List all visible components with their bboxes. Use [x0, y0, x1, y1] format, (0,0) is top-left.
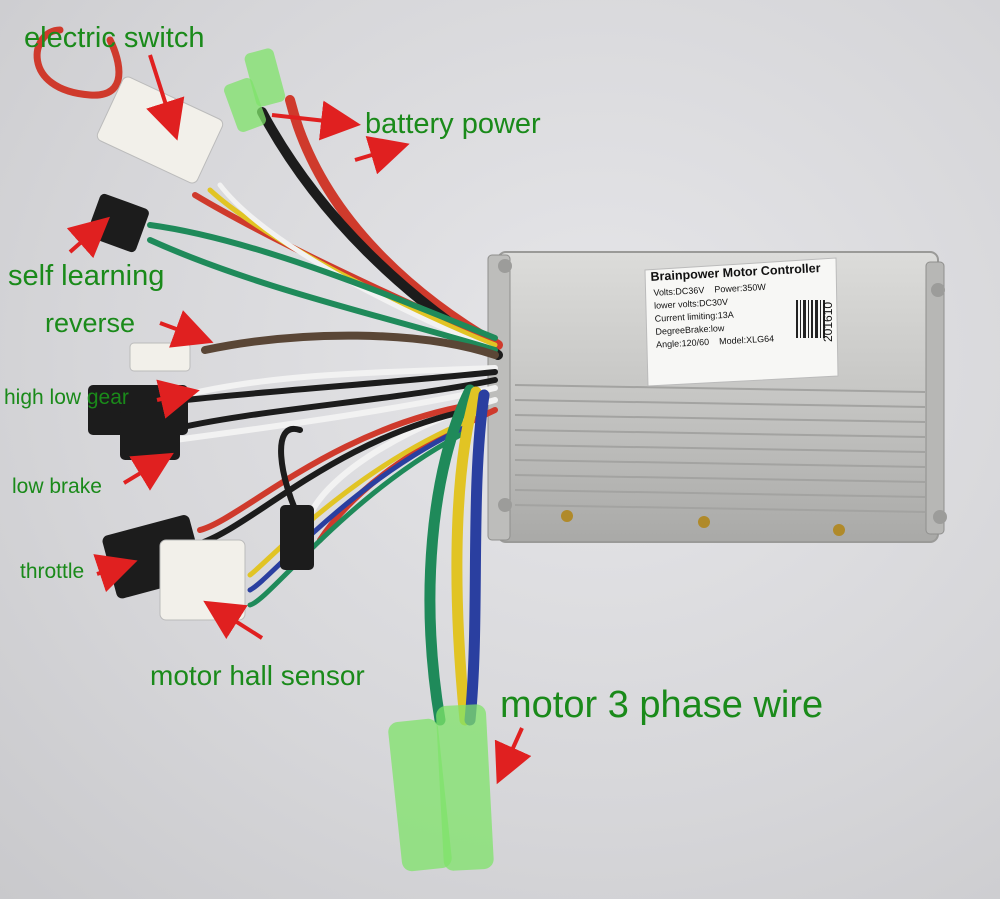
callout-motor-3-phase-wire: motor 3 phase wire: [500, 684, 824, 726]
spec-date-code: 201610: [821, 301, 835, 342]
spec-angle: Angle:120/60: [655, 336, 710, 350]
callout-throttle: throttle: [20, 560, 85, 583]
callout-electric-switch: electric switch: [24, 22, 205, 54]
wire-bundle: [33, 26, 503, 726]
callout-arrows: [66, 54, 532, 785]
connectors: [87, 48, 494, 872]
callout-high-low-gear: high low gear: [4, 386, 129, 409]
spec-model: Model:XLG64: [718, 333, 775, 347]
callout-battery-power: battery power: [365, 108, 541, 140]
callout-reverse: reverse: [45, 308, 136, 338]
callout-motor-hall-sensor: motor hall sensor: [150, 660, 365, 691]
callout-low-brake: low brake: [12, 475, 102, 498]
spec-degree-brake: DegreeBrake:low: [655, 323, 725, 337]
motor-controller-casing: [487, 251, 947, 543]
spec-lower-volts: lower volts:DC30V: [653, 296, 729, 311]
callout-self-learning: self learning: [8, 260, 165, 292]
spec-power: Power:350W: [714, 281, 767, 295]
spec-current-limiting: Current limiting:13A: [654, 309, 734, 324]
spec-volts: Volts:DC36V: [653, 285, 705, 298]
